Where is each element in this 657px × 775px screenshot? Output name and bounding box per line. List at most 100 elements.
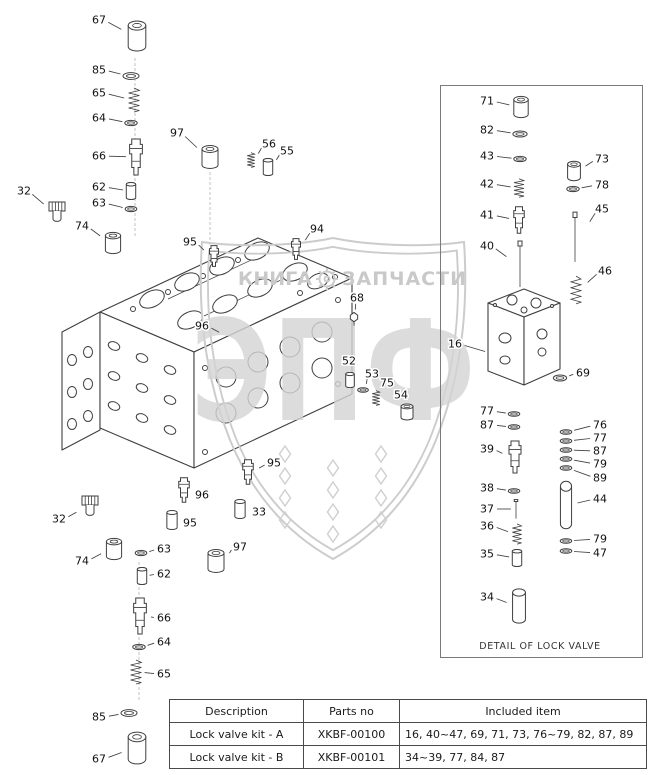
table-header-included-item: Included item [399, 699, 647, 723]
callout-74: 74 [74, 218, 122, 255]
watermark: КНИГА ЗАПЧАСТИ ЭПФ [191, 236, 476, 561]
oring-part-drawing-85 [120, 709, 138, 717]
spring-part-drawing-36 [512, 523, 522, 545]
leader-line [108, 155, 126, 158]
callout-62: 62 [136, 566, 173, 585]
leader-line [144, 672, 155, 675]
callout-82: 82 [479, 122, 528, 138]
callout-66: 66 [91, 138, 143, 176]
leader-line [150, 616, 155, 618]
oring-part-drawing-76 [559, 429, 573, 435]
leader-line [91, 553, 102, 560]
oring-part-drawing-69 [552, 374, 568, 382]
part-number-label: 97 [233, 541, 247, 554]
leader-line [68, 511, 77, 518]
part-number-label: 77 [480, 405, 494, 418]
part-number-label: 40 [480, 240, 494, 253]
part-number-label: 66 [157, 612, 171, 625]
table-cell: Lock valve kit - A [169, 722, 304, 746]
part-number-label: 96 [195, 320, 209, 333]
callout-74: 74 [74, 537, 123, 569]
watermark-word-right: ЗАПЧАСТИ [342, 268, 467, 290]
leader-line [108, 713, 119, 717]
leader-line [573, 470, 591, 477]
callout-64: 64 [91, 110, 138, 127]
part-number-label: 16 [448, 338, 462, 351]
callout-95: 95 [166, 510, 199, 531]
leader-line [496, 598, 507, 603]
callout-97: 97 [207, 539, 249, 573]
part-number-label: 89 [593, 472, 607, 485]
cartridge-part-drawing-41 [513, 206, 525, 234]
part-number-label: 63 [92, 197, 106, 210]
table-header-row: Description Parts no Included item [169, 699, 647, 723]
oring-part-drawing-53 [357, 387, 369, 393]
part-number-label: 38 [480, 482, 494, 495]
part-number-label: 54 [394, 389, 408, 402]
cartridge-part-drawing-66 [129, 138, 143, 176]
callout-96: 96 [194, 318, 220, 334]
leader-line [585, 161, 594, 167]
callout-52: 52 [341, 353, 358, 388]
cap-part-drawing-54 [400, 403, 414, 421]
part-number-label: 62 [92, 181, 106, 194]
leader-line [495, 248, 507, 257]
detail-box-border [440, 85, 643, 658]
oring-part-drawing-64 [124, 119, 138, 127]
front-face-ports [67, 341, 177, 435]
table-cell: 16, 40~47, 69, 71, 73, 76~79, 82, 87, 89 [399, 722, 647, 746]
plug-part-drawing-32 [81, 495, 99, 516]
callout-75: 75 [371, 375, 396, 406]
leader-line [149, 549, 155, 553]
part-number-label: 37 [480, 503, 494, 516]
callout-41: 41 [479, 206, 525, 234]
leader-line [587, 273, 597, 283]
callout-87: 87 [559, 443, 609, 459]
part-number-label: 85 [92, 64, 106, 77]
callout-89: 89 [559, 465, 609, 486]
table-header-parts-no: Parts no [303, 699, 400, 723]
oring-part-drawing-38 [507, 488, 521, 494]
callout-37: 37 [479, 499, 519, 519]
part-number-label: 39 [480, 443, 494, 456]
watermark-brand: ЭПФ [191, 291, 476, 454]
part-number-label: 71 [480, 95, 494, 108]
cylinder-part-drawing-62 [136, 567, 148, 585]
part-number-label: 76 [593, 419, 607, 432]
leader-line [108, 70, 121, 75]
leader-line [108, 93, 125, 99]
oring-part-drawing-64 [132, 643, 146, 651]
part-number-label: 82 [480, 124, 494, 137]
leader-line [496, 184, 511, 188]
watermark-shield-outer [199, 236, 467, 561]
part-number-label: 95 [267, 457, 281, 470]
gear-icon [316, 268, 338, 290]
oring-part-drawing-89 [559, 465, 573, 471]
table-cell: XKBF-00100 [303, 722, 400, 746]
oring-part-drawing-43 [513, 155, 527, 163]
callout-96: 96 [178, 477, 211, 503]
leader-line [149, 574, 155, 576]
cylinder-part-drawing-35 [511, 549, 523, 567]
oring-part-drawing-63 [134, 549, 148, 557]
part-number-label: 46 [598, 265, 612, 278]
callout-65: 65 [130, 659, 173, 685]
callout-32: 32 [16, 183, 66, 222]
part-number-label: 47 [593, 547, 607, 560]
leader-line [108, 203, 123, 208]
leader-line [365, 379, 368, 384]
leader-line [108, 752, 122, 758]
leader-line [258, 464, 265, 469]
oring-part-drawing-77 [559, 438, 573, 444]
callout-45: 45 [572, 201, 611, 263]
spring-part-drawing-65 [128, 87, 140, 113]
callout-42: 42 [479, 176, 525, 198]
callout-43: 43 [479, 148, 527, 164]
leader-line [568, 373, 574, 377]
cap-part-drawing-97 [201, 145, 219, 169]
leader-line [496, 130, 511, 134]
spring-part-drawing-65 [130, 659, 142, 685]
watermark-word-left: КНИГА [238, 268, 312, 290]
oring-part-drawing-78 [566, 185, 580, 193]
